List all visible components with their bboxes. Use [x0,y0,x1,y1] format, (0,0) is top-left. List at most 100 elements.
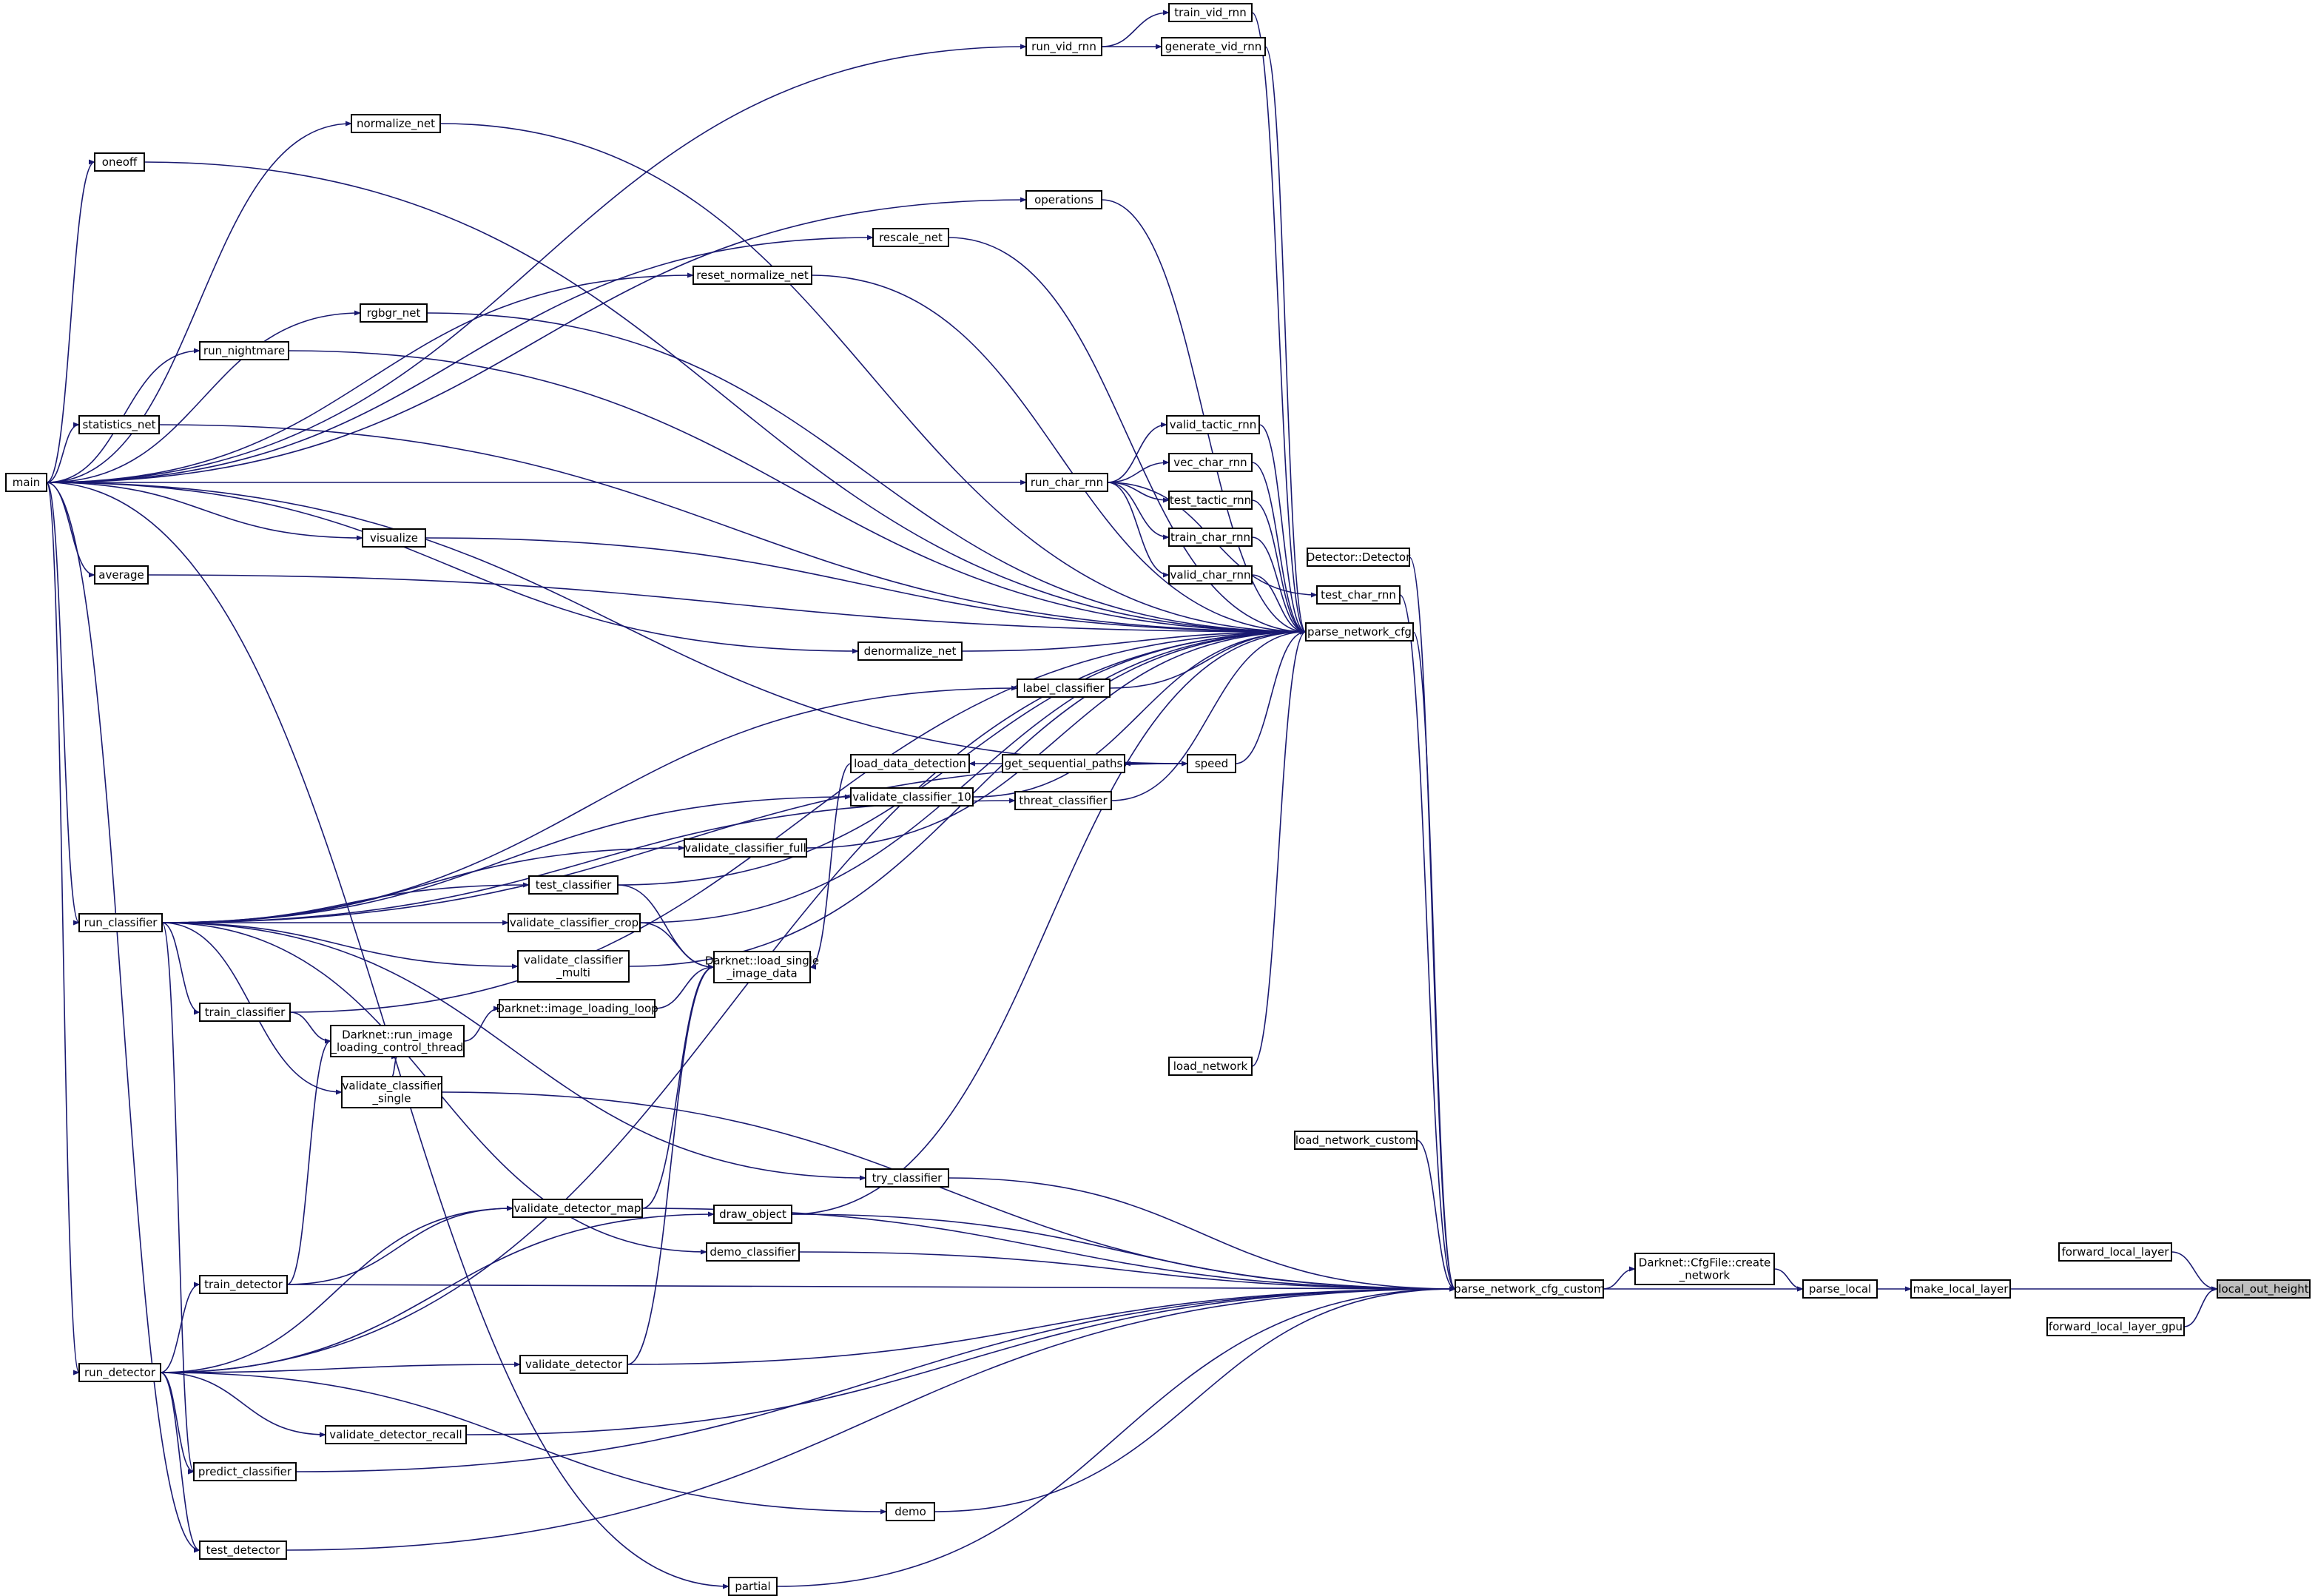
edge-valid-char-rnn-to-parse-network-cfg [1251,574,1307,635]
edge-run-char-rnn-to-valid-tactic-rnn [1107,422,1167,483]
node-label-classifier[interactable]: label_classifier [1017,679,1111,698]
node-detector-ctor[interactable]: Detector::Detector [1307,548,1411,567]
node-vec-char-rnn[interactable]: vec_char_rnn [1168,453,1253,472]
node-rescale-net[interactable]: rescale_net [872,228,949,247]
node-train-vid-rnn[interactable]: train_vid_rnn [1168,3,1253,22]
node-label: forward_local_layer_gpu [2049,1320,2183,1334]
node-box [1025,37,1102,56]
node-box [1025,473,1108,492]
node-valid-char-rnn[interactable]: valid_char_rnn [1168,565,1253,585]
node-demo[interactable]: demo [886,1502,935,1521]
node-threat-classifier[interactable]: threat_classifier [1014,791,1112,810]
edge-main-to-normalize-net [46,121,352,483]
node-normalize-net[interactable]: normalize_net [351,114,441,133]
node-run-detector[interactable]: run_detector [78,1363,161,1382]
node-speed[interactable]: speed [1187,754,1236,773]
edge-image-loading-loop-to-load-single-image-data [654,964,715,1009]
node-run-char-rnn[interactable]: run_char_rnn [1025,473,1108,492]
node-box [517,950,630,983]
node-validate-detector-recall[interactable]: validate_detector_recall [325,1425,467,1444]
node-get-sequential-paths[interactable]: get_sequential_paths [1002,754,1125,773]
node-test-classifier[interactable]: test_classifier [528,875,619,895]
node-forward-local-layer-gpu[interactable]: forward_local_layer_gpu [2046,1317,2185,1336]
node-load-single-image-data[interactable]: Darknet::load_single_image_data [705,951,819,983]
node-partial[interactable]: partial [728,1577,778,1596]
edge-parse-network-cfg-to-parse-network-cfg-custom [1412,631,1456,1292]
node-validate-classifier-single[interactable]: validate_classifier_single [341,1076,442,1108]
node-run-nightmare[interactable]: run_nightmare [199,341,289,360]
node-load-network-custom[interactable]: load_network_custom [1294,1131,1418,1150]
node-train-detector[interactable]: train_detector [199,1275,288,1294]
node-box [1316,585,1401,605]
node-local-out-height[interactable]: local_out_height [2217,1279,2311,1299]
node-label: average [98,568,144,582]
edge-run-classifier-to-threat-classifier [161,798,1016,923]
node-label: demo [894,1505,926,1518]
node-label: load_network_custom [1295,1134,1416,1148]
node-operations[interactable]: operations [1025,190,1102,209]
node-train-char-rnn[interactable]: train_char_rnn [1168,528,1253,547]
node-rgbgr-net[interactable]: rgbgr_net [360,303,428,323]
node-run-image-thread[interactable]: Darknet::run_image_loading_control_threa… [330,1025,465,1057]
node-make-local-layer[interactable]: make_local_layer [1910,1279,2011,1299]
edge-run-detector-to-train-detector [160,1282,201,1373]
node-load-data-detection[interactable]: load_data_detection [850,754,970,773]
node-validate-classifier-full[interactable]: validate_classifier_full [684,838,807,858]
edge-main-to-statistics-net [46,422,80,483]
node-validate-detector[interactable]: validate_detector [519,1355,628,1374]
node-label: Darknet::CfgFile::create [1639,1256,1770,1270]
node-average[interactable]: average [94,565,149,585]
node-validate-classifier-10[interactable]: validate_classifier_10 [850,787,974,807]
node-label: draw_object [719,1208,786,1222]
node-denormalize-net[interactable]: denormalize_net [857,642,963,661]
edge-test-tactic-rnn-to-parse-network-cfg [1251,499,1307,635]
node-reset-normalize-net[interactable]: reset_normalize_net [693,266,812,285]
node-validate-detector-map[interactable]: validate_detector_map [512,1199,643,1218]
node-label: Detector::Detector [1307,550,1411,564]
node-parse-network-cfg[interactable]: parse_network_cfg [1305,622,1414,642]
node-cfgfile-create-network[interactable]: Darknet::CfgFile::create_network [1634,1253,1775,1285]
node-label: statistics_net [83,418,156,432]
node-statistics-net[interactable]: statistics_net [78,415,160,434]
node-label: label_classifier [1022,681,1105,696]
node-run-classifier[interactable]: run_classifier [78,913,163,932]
node-oneoff[interactable]: oneoff [94,152,145,172]
node-box [512,1199,643,1218]
node-run-vid-rnn[interactable]: run_vid_rnn [1025,37,1102,56]
node-generate-vid-rnn[interactable]: generate_vid_rnn [1161,37,1266,56]
node-validate-classifier-crop[interactable]: validate_classifier_crop [508,913,641,932]
node-test-tactic-rnn[interactable]: test_tactic_rnn [1168,491,1253,510]
node-forward-local-layer[interactable]: forward_local_layer [2058,1242,2172,1262]
edge-train-char-rnn-to-parse-network-cfg [1251,536,1307,635]
node-parse-local[interactable]: parse_local [1802,1279,1878,1299]
node-label: parse_local [1809,1282,1871,1296]
node-visualize[interactable]: visualize [362,528,426,548]
node-box [1168,528,1253,547]
edge-valid-tactic-rnn-to-parse-network-cfg [1258,424,1307,635]
edge-validate-classifier-crop-to-load-single-image-data [639,922,715,970]
node-test-char-rnn[interactable]: test_char_rnn [1316,585,1401,605]
node-label: test_detector [206,1543,280,1558]
node-valid-tactic-rnn[interactable]: valid_tactic_rnn [1166,415,1260,434]
node-train-classifier[interactable]: train_classifier [199,1003,291,1022]
node-predict-classifier[interactable]: predict_classifier [193,1462,297,1481]
node-load-network[interactable]: load_network [1168,1057,1253,1076]
node-box [1294,1131,1418,1150]
edge-run-vid-rnn-to-train-vid-rnn [1101,10,1170,47]
node-box [872,228,949,247]
node-box [1168,491,1253,510]
node-label: valid_char_rnn [1170,568,1251,582]
node-test-detector[interactable]: test_detector [199,1541,287,1560]
edge-rescale-net-to-parse-network-cfg [948,237,1307,635]
node-image-loading-loop[interactable]: Darknet::image_loading_loop [496,999,658,1018]
node-demo-classifier[interactable]: demo_classifier [706,1242,800,1262]
edge-main-to-speed [46,482,1188,767]
node-parse-network-cfg-custom[interactable]: parse_network_cfg_custom [1454,1279,1605,1299]
node-main[interactable]: main [5,473,47,492]
node-validate-classifier-multi[interactable]: validate_classifier_multi [517,950,630,983]
node-label: try_classifier [872,1171,943,1185]
node-try-classifier[interactable]: try_classifier [865,1168,949,1188]
node-box [2046,1317,2185,1336]
node-draw-object[interactable]: draw_object [713,1205,792,1224]
node-label: _single [372,1092,411,1106]
